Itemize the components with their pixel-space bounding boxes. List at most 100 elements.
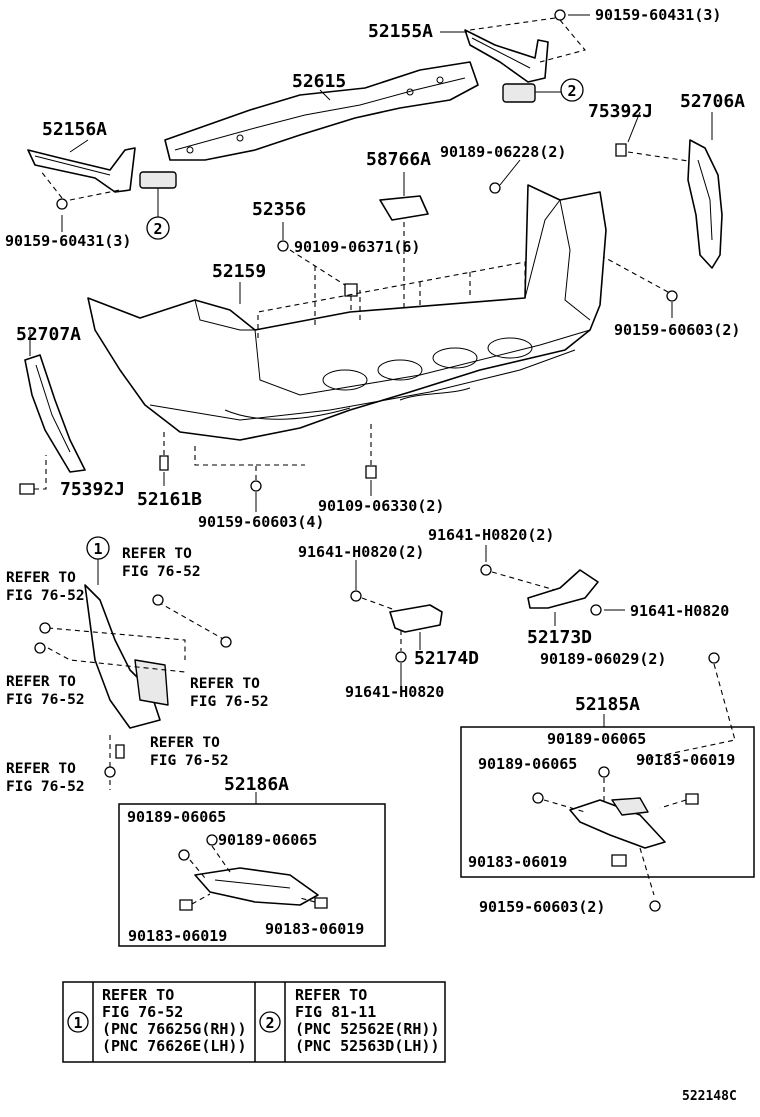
label-90183-06019-d: 90183-06019 [265,920,364,938]
fastener-90159-60603-right[interactable] [666,290,678,302]
part-58766A-plate[interactable] [379,195,429,221]
label-91641-H0820-r: 91641-H0820 [630,602,729,620]
fastener-ref-a[interactable] [39,622,51,634]
label-75392J-top: 75392J [588,101,653,122]
fastener-91641-H0820-b[interactable] [480,564,492,576]
refer-d-line1: REFER TO [190,676,260,692]
fastener-52186A-c[interactable] [179,899,193,911]
fastener-90189-06228[interactable] [489,182,501,194]
label-52156A: 52156A [42,119,107,140]
fastener-90159-60603-4[interactable] [250,480,262,492]
svg-text:1: 1 [93,540,102,558]
label-91641-H0820-b: 91641-H0820(2) [428,526,554,544]
legend-callout-1: 1 [67,1011,89,1033]
callout-2-left[interactable]: 2 [146,216,170,240]
fastener-52185A-d[interactable] [611,854,627,867]
fastener-90159-60431-left[interactable] [56,198,68,210]
fastener-90109-06371[interactable] [344,283,358,297]
label-52185A: 52185A [575,694,640,715]
label-90109-06371: 90109-06371(6) [294,238,420,256]
label-90183-06019-b: 90183-06019 [468,853,567,871]
part-52707A-retainer[interactable] [24,354,86,473]
part-mudguard-callout-1[interactable] [84,584,169,729]
fastener-52186A-a[interactable] [178,849,190,861]
label-90159-60431-left: 90159-60431(3) [5,232,131,250]
label-90159-60603-right: 90159-60603(2) [614,321,740,339]
refer-f-line1: REFER TO [6,761,76,777]
part-52174D-bracket[interactable] [389,604,443,633]
callout-2-top[interactable]: 2 [560,78,584,102]
label-90159-60431-top: 90159-60431(3) [595,6,721,24]
fastener-91641-H0820-a[interactable] [350,590,362,602]
label-91641-H0820-bottom: 91641-H0820 [345,683,444,701]
fastener-75392J-bottom[interactable] [19,483,35,495]
label-90189-06228: 90189-06228(2) [440,143,566,161]
fastener-ref-c[interactable] [34,642,46,654]
fastener-91641-H0820-bottom[interactable] [395,651,407,663]
label-91641-H0820-a: 91641-H0820(2) [298,543,424,561]
label-90183-06019-c: 90183-06019 [128,927,227,945]
fastener-90159-60603-bottom[interactable] [649,900,661,912]
refer-b-line1: REFER TO [122,546,192,562]
refer-a-line1: REFER TO [6,570,76,586]
callout-1-mudguard[interactable]: 1 [86,536,110,560]
label-52707A: 52707A [16,324,81,345]
fastener-ref-b[interactable] [152,594,164,606]
fastener-top-clip[interactable] [502,83,536,103]
legend-2-line4: (PNC 52563D(LH)) [295,1037,440,1055]
fastener-52356[interactable] [277,240,289,252]
fastener-90159-60431-top[interactable] [554,9,566,21]
label-52159: 52159 [212,261,266,282]
fastener-ref-e[interactable] [115,744,125,759]
fastener-52161B[interactable] [159,455,169,471]
label-52155A: 52155A [368,21,433,42]
svg-text:2: 2 [265,1014,274,1032]
label-52186A: 52186A [224,774,289,795]
part-52615-reinforcement[interactable] [164,61,479,161]
fastener-52185A-b[interactable] [532,792,544,804]
fastener-52186A-d[interactable] [314,897,328,909]
part-52155A-bracket[interactable] [464,29,549,83]
fastener-52186A-b[interactable] [206,834,218,846]
refer-c-line1: REFER TO [6,674,76,690]
fastener-ref-d[interactable] [220,636,232,648]
fastener-75392J-top[interactable] [615,143,627,157]
label-90159-60603-4: 90159-60603(4) [198,513,324,531]
label-52615: 52615 [292,71,346,92]
legend-2-line2: FIG 81-11 [295,1003,376,1021]
label-90109-06330: 90109-06330(2) [318,497,444,515]
svg-text:2: 2 [153,220,162,238]
fastener-ref-f[interactable] [104,766,116,778]
legend-2-line3: (PNC 52562E(RH)) [295,1020,440,1038]
group-box-52186A [118,803,386,947]
fastener-91641-H0820-r[interactable] [590,604,602,616]
refer-c-line2: FIG 76-52 [6,692,85,708]
fastener-52185A-c[interactable] [685,793,699,805]
refer-d-line2: FIG 76-52 [190,694,269,710]
refer-a-line2: FIG 76-52 [6,588,85,604]
legend-1-line2: FIG 76-52 [102,1003,183,1021]
part-52159-rear-bumper-cover[interactable] [87,184,607,441]
part-52156A-bracket[interactable] [27,147,136,193]
fastener-90109-06330[interactable] [365,465,377,479]
fastener-90189-06029[interactable] [708,652,720,664]
label-52161B: 52161B [137,489,202,510]
fastener-left-clip[interactable] [139,171,177,189]
label-52706A: 52706A [680,91,745,112]
label-90189-06065-d: 90189-06065 [218,831,317,849]
label-90189-06029: 90189-06029(2) [540,650,666,668]
fastener-52185A-a[interactable] [598,766,610,778]
part-52186A-cover[interactable] [194,867,319,906]
legend-table [62,981,446,1063]
label-52174D: 52174D [414,648,479,669]
part-52706A-retainer[interactable] [687,139,723,269]
legend-2-line1: REFER TO [295,986,367,1004]
label-90189-06065-a: 90189-06065 [547,730,646,748]
label-75392J-bottom: 75392J [60,479,125,500]
refer-f-line2: FIG 76-52 [6,779,85,795]
part-52173D-bracket[interactable] [527,569,599,609]
part-52185A-cover[interactable] [569,797,666,849]
label-52356: 52356 [252,199,306,220]
legend-callout-2: 2 [259,1011,281,1033]
